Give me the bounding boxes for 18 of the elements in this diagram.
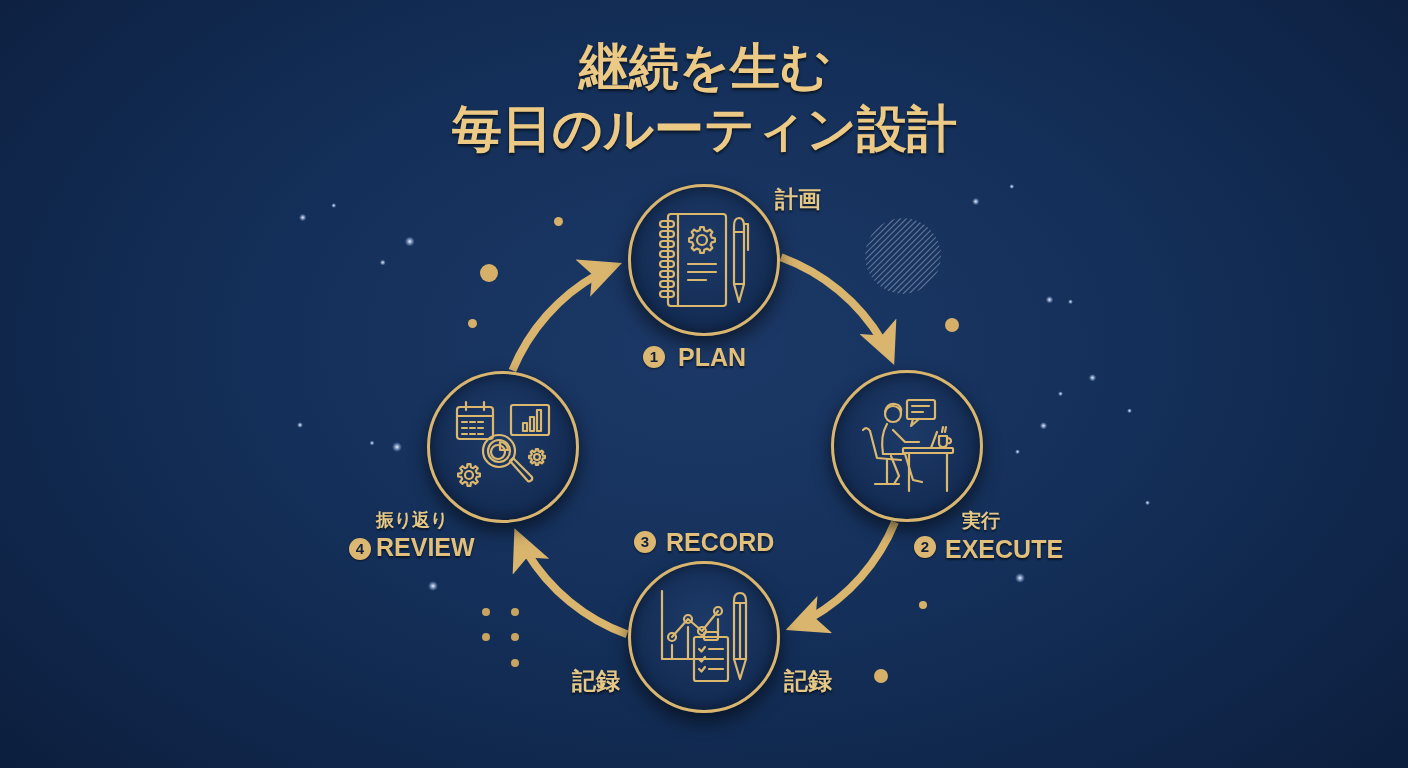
arrow (508, 259, 624, 373)
arrow (784, 520, 899, 634)
title: 継続を生む毎日のルーティン設計 (451, 37, 958, 160)
step-caption: 振り返り (376, 509, 448, 531)
number-badge: 4 (349, 538, 371, 560)
step-title: REVIEW (376, 533, 475, 561)
number-badge: 1 (643, 346, 665, 368)
number-badge: 3 (634, 531, 656, 553)
number-badge: 2 (914, 536, 936, 558)
step-caption: 記録 (572, 667, 620, 696)
arrow (779, 253, 898, 367)
step-title: PLAN (678, 343, 747, 371)
step-title: RECORD (666, 528, 775, 556)
arrow (510, 526, 629, 638)
step-caption: 記録 (784, 667, 832, 696)
step-title: EXECUTE (945, 535, 1064, 563)
step-caption: 計画 (775, 186, 821, 214)
step-caption: 実行 (962, 509, 1000, 532)
